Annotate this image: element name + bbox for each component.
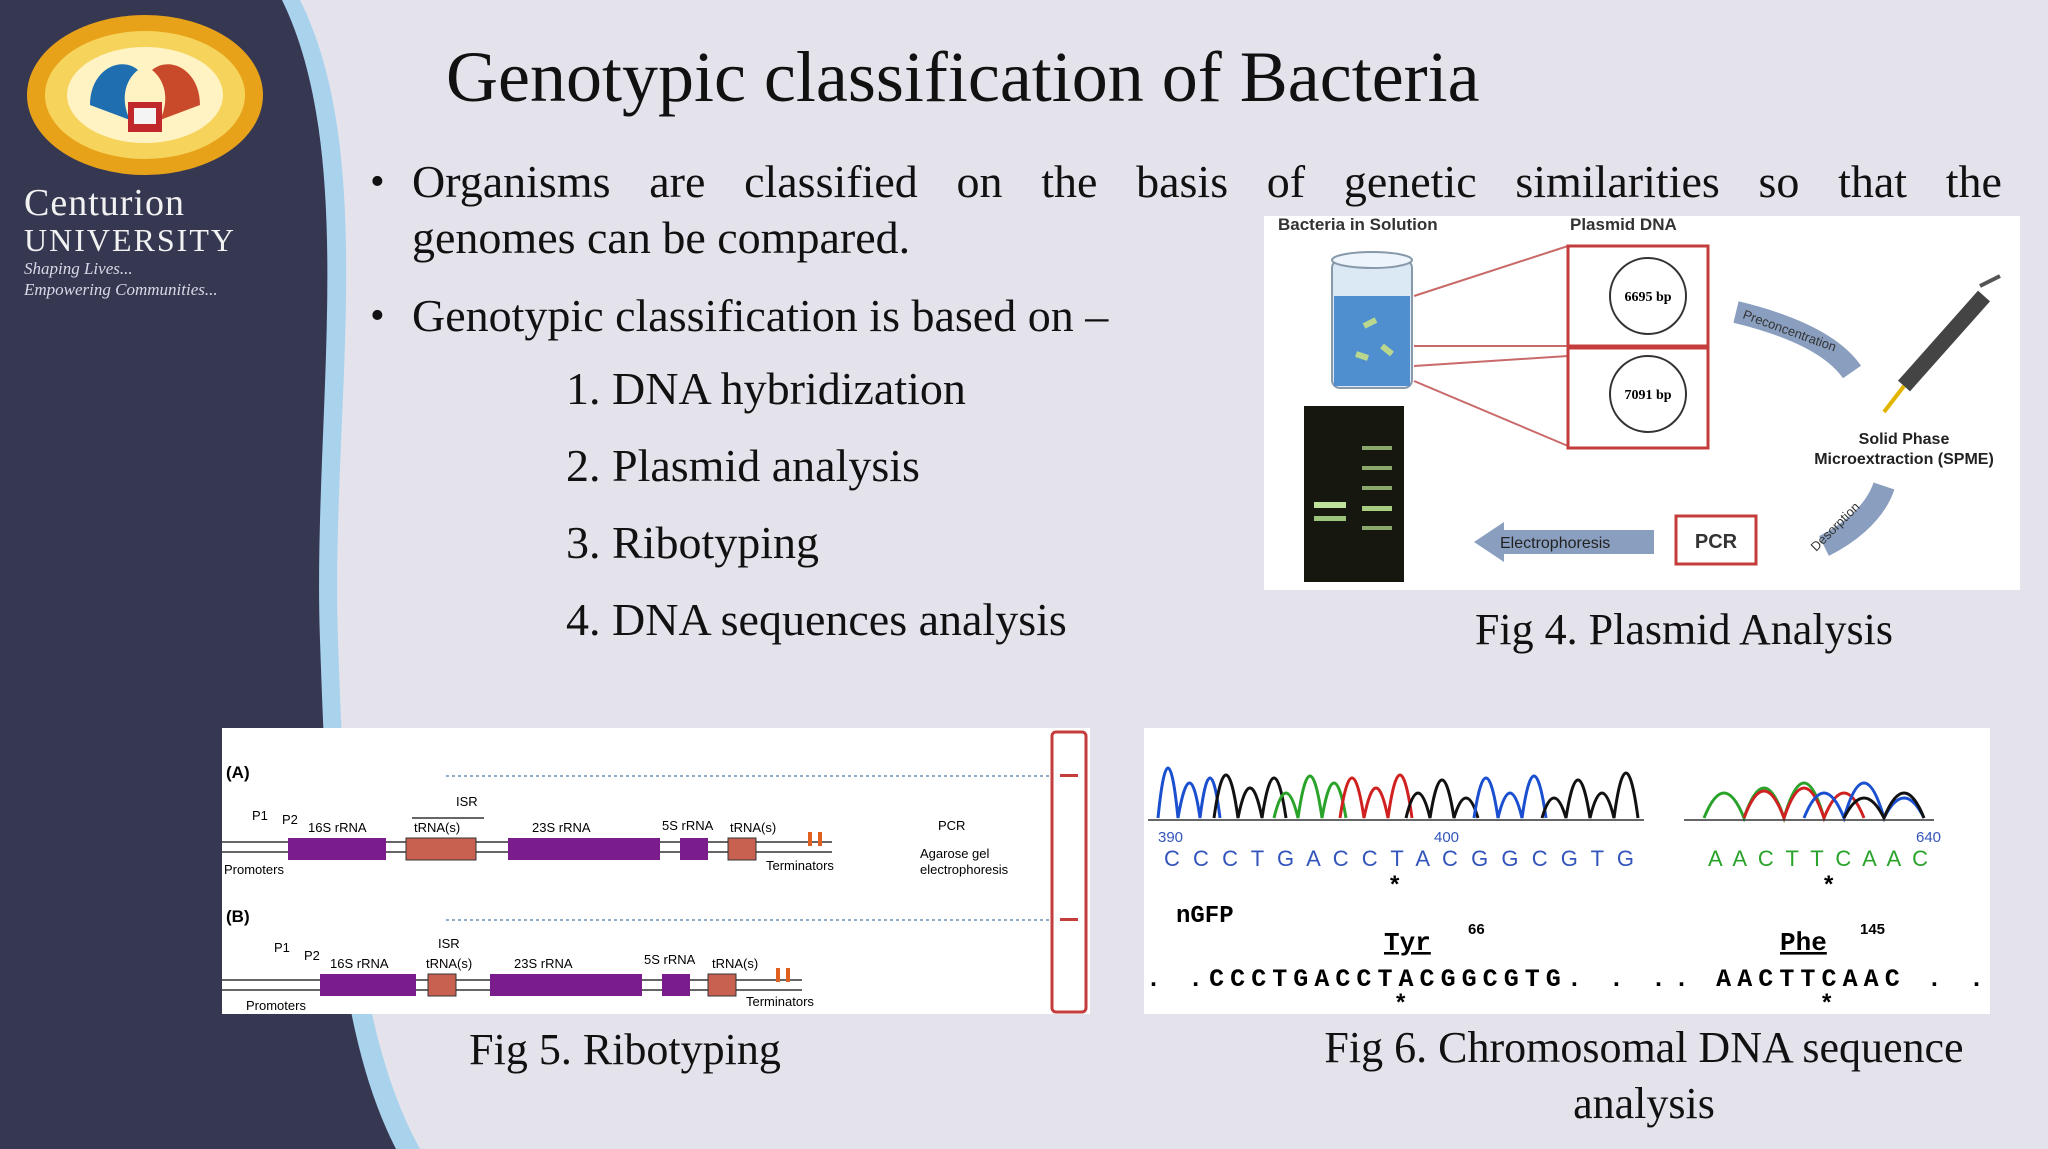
word: classified xyxy=(744,156,918,207)
list-item: 3. Ribotyping xyxy=(566,517,820,568)
fig5-promoters-a: Promoters xyxy=(224,862,284,877)
fig5-label-a: (A) xyxy=(226,763,250,782)
fig5-terminators-a: Terminators xyxy=(766,858,834,873)
fig5-caption: Fig 5. Ribotyping xyxy=(469,1025,781,1074)
list-item: 2. Plasmid analysis xyxy=(566,440,920,491)
fig5-isr-a: ISR xyxy=(456,794,478,809)
fig5-gel-line1: Agarose gel xyxy=(920,846,989,861)
fig4-plasmid2-size: 7091 bp xyxy=(1624,388,1671,403)
fig6-star3: * xyxy=(1396,989,1406,1014)
fig5-5s-a: 5S rRNA xyxy=(662,818,714,833)
word: on xyxy=(956,156,1003,207)
fig5-p2-a: P2 xyxy=(282,812,298,827)
fig5-label-b: (B) xyxy=(226,907,250,926)
fig5-p1-a: P1 xyxy=(252,808,268,823)
fig4-plasmid1-size: 6695 bp xyxy=(1624,290,1671,305)
bullet-1-line2: genomes can be compared. xyxy=(412,212,911,263)
word: genetic xyxy=(1343,156,1477,207)
fig6-pos-400: 400 xyxy=(1434,829,1459,846)
word: the xyxy=(1945,156,2002,207)
fig4-caption: Fig 4. Plasmid Analysis xyxy=(1474,605,1894,654)
fig5-p2-b: P2 xyxy=(304,948,320,963)
bullet-1: • Organisms are classified on the basis … xyxy=(370,154,2008,266)
bullet-dot: • xyxy=(370,293,385,339)
fig5-5s-b: 5S rRNA xyxy=(644,952,696,967)
tagline-line2: Empowering Communities... xyxy=(24,280,218,299)
fig4-spme-line1: Solid Phase xyxy=(1859,431,1950,448)
fig6-caption-line1: Fig 6. Chromosomal DNA sequence xyxy=(1324,1023,1964,1072)
fig6-phe: Phe xyxy=(1780,928,1827,958)
bullet-2: • Genotypic classification is based on – xyxy=(370,288,1109,344)
brand-name-line2: UNIVERSITY xyxy=(24,222,236,258)
fig6-seq-read1: C C C T G A C C T A C G G C G T G xyxy=(1164,846,1634,871)
word: basis xyxy=(1136,156,1229,207)
word: are xyxy=(649,156,706,207)
fig5-trna2-a: tRNA(s) xyxy=(730,820,776,835)
fig5-16s-a: 16S rRNA xyxy=(308,820,367,835)
fig4-spme-line2: Microextraction (SPME) xyxy=(1814,451,1994,468)
fig6-bottom-seq2: . AACTTCAAC . . xyxy=(1674,965,1984,994)
fig5-p1-b: P1 xyxy=(274,940,290,955)
fig6-seq-read2: A A C T T C A A C xyxy=(1708,846,1928,871)
fig6-caption-line2: analysis xyxy=(1573,1079,1715,1128)
fig6-ngfp: nGFP xyxy=(1176,903,1234,930)
brand-tagline: Shaping Lives... Empowering Communities.… xyxy=(24,258,218,300)
fig5-trna2-b: tRNA(s) xyxy=(712,956,758,971)
fig5-pcr: PCR xyxy=(938,818,965,833)
fig5-isr-b: ISR xyxy=(438,936,460,951)
fig6-sequence-diagram: 390 400 640 C C C T G A C C T A C G G C … xyxy=(1144,728,1990,1014)
fig6-tyr-sup: 66 xyxy=(1468,921,1485,938)
word: Organisms xyxy=(412,156,611,207)
fig5-promoters-b: Promoters xyxy=(246,998,306,1013)
fig4-electrophoresis: Electrophoresis xyxy=(1500,535,1610,552)
fig6-caption: Fig 6. Chromosomal DNA sequence analysis xyxy=(1296,1020,1992,1132)
fig4-pcr: PCR xyxy=(1695,531,1738,553)
fig5-23s-a: 23S rRNA xyxy=(532,820,591,835)
word: similarities xyxy=(1515,156,1720,207)
bullet-2-text: Genotypic classification is based on – xyxy=(412,290,1109,341)
fig4-plasmid-label: Plasmid DNA xyxy=(1570,216,1677,234)
fig6-pos-390: 390 xyxy=(1158,829,1183,846)
word: the xyxy=(1041,156,1098,207)
slide-title: Genotypic classification of Bacteria xyxy=(446,37,1480,117)
brand-name-line1: Centurion xyxy=(24,182,185,224)
fig5-terminators-b: Terminators xyxy=(746,994,814,1009)
word: of xyxy=(1266,156,1306,207)
bullet-1-line1: Organisms are classified on the basis of… xyxy=(412,154,2002,210)
fig4-preconcentration: Preconcentration xyxy=(1741,307,1838,355)
fig5-23s-b: 23S rRNA xyxy=(514,956,573,971)
fig6-star4: * xyxy=(1822,989,1832,1014)
fig6-star2: * xyxy=(1824,871,1834,898)
list-item: 4. DNA sequences analysis xyxy=(566,594,1067,645)
fig5-16s-b: 16S rRNA xyxy=(330,956,389,971)
fig6-bottom-seq1: . .CCCTGACCTACGGCGTG. . . xyxy=(1146,965,1666,994)
fig6-pos-640: 640 xyxy=(1916,829,1941,846)
fig5-ribotyping-diagram: (A) (B) ISR P1 P2 16S rRNA tRNA(s) 23S r… xyxy=(222,728,1090,1014)
fig6-phe-sup: 145 xyxy=(1860,921,1885,938)
bullet-dot: • xyxy=(370,159,385,205)
fig5-gel-line2: electrophoresis xyxy=(920,862,1009,877)
fig6-tyr: Tyr xyxy=(1384,928,1431,958)
fig6-star1: * xyxy=(1390,871,1400,898)
fig4-bacteria-label: Bacteria in Solution xyxy=(1278,216,1438,234)
word: that xyxy=(1838,156,1908,207)
list-item: 1. DNA hybridization xyxy=(566,363,966,414)
tagline-line1: Shaping Lives... xyxy=(24,259,133,278)
fig4-plasmid-diagram: Bacteria in Solution Plasmid DNA 6695 bp… xyxy=(1264,216,2020,590)
word: so xyxy=(1758,156,1800,207)
fig5-trna-a: tRNA(s) xyxy=(414,820,460,835)
fig5-trna-b: tRNA(s) xyxy=(426,956,472,971)
university-logo xyxy=(20,10,270,180)
